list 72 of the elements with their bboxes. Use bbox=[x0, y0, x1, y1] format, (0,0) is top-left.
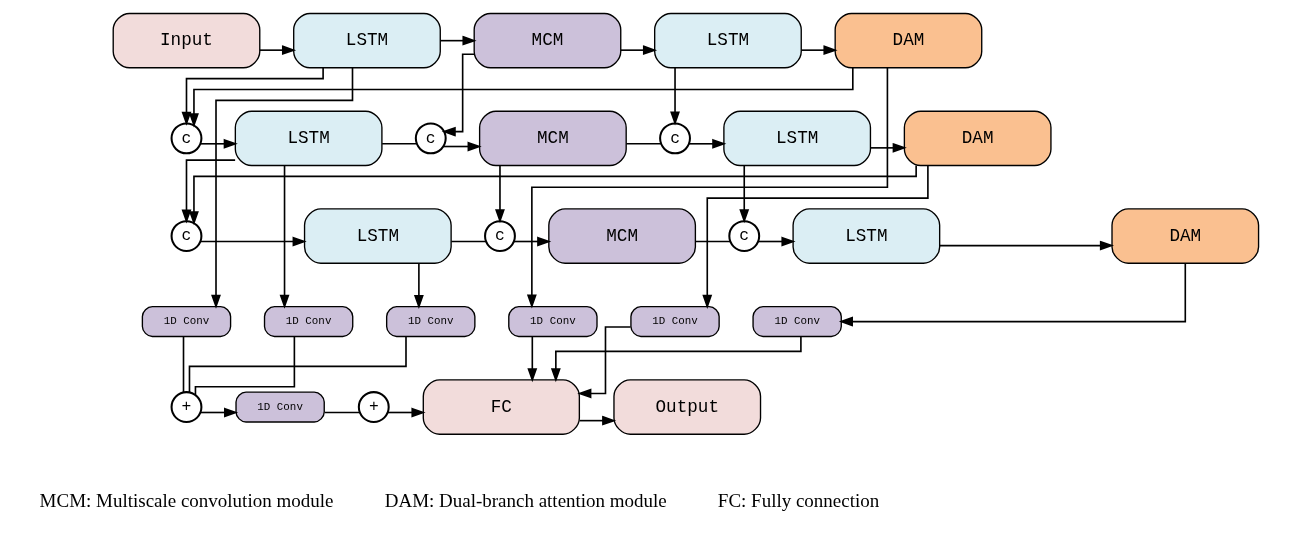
connector bbox=[450, 240, 487, 243]
arrow bbox=[199, 138, 238, 149]
arrow bbox=[757, 236, 796, 247]
arrow bbox=[578, 415, 617, 426]
node-box: DAM bbox=[834, 12, 983, 69]
arrow bbox=[526, 67, 889, 309]
arrow bbox=[739, 164, 750, 224]
arrow bbox=[620, 45, 658, 56]
connector bbox=[694, 240, 731, 243]
node-box: MCM bbox=[548, 208, 697, 264]
arrow bbox=[181, 67, 324, 126]
connector bbox=[323, 411, 361, 414]
node-box: 1D Conv bbox=[235, 391, 325, 423]
node-box: Output bbox=[613, 379, 762, 435]
node-circle: c bbox=[659, 122, 691, 155]
arrow bbox=[439, 35, 477, 46]
label: MCM: Multiscale convolution module bbox=[39, 490, 334, 512]
node-box: LSTM bbox=[293, 12, 441, 69]
arrow bbox=[527, 336, 538, 383]
node-box: 1D Conv bbox=[263, 305, 354, 338]
arrow bbox=[513, 236, 552, 247]
arrow bbox=[688, 138, 727, 149]
connector bbox=[625, 142, 662, 145]
arrow bbox=[199, 407, 239, 418]
node-box: 1D Conv bbox=[141, 305, 232, 338]
arrow bbox=[838, 262, 1187, 327]
node-box: FC bbox=[422, 379, 581, 435]
node-box: 1D Conv bbox=[386, 305, 476, 338]
arrow bbox=[702, 164, 929, 309]
label: DAM: Dual-branch attention module bbox=[384, 490, 667, 512]
node-box: LSTM bbox=[303, 208, 452, 264]
node-box: DAM bbox=[1111, 208, 1260, 264]
node-circle: c bbox=[170, 122, 203, 155]
connector bbox=[182, 336, 185, 393]
node-circle: c bbox=[170, 220, 203, 252]
node-box: Input bbox=[112, 12, 261, 69]
arrow bbox=[442, 141, 482, 152]
arrow bbox=[181, 159, 236, 224]
node-circle: c bbox=[414, 122, 447, 155]
node-circle: c bbox=[728, 220, 761, 252]
node-box: MCM bbox=[473, 12, 622, 69]
connector bbox=[381, 142, 418, 145]
connector bbox=[188, 335, 407, 394]
node-box: DAM bbox=[903, 110, 1052, 167]
label: FC: Fully connection bbox=[717, 490, 880, 512]
arrow bbox=[211, 67, 354, 309]
arrow bbox=[413, 262, 424, 309]
arrow bbox=[800, 45, 838, 56]
node-box: MCM bbox=[478, 110, 627, 167]
arrow bbox=[495, 164, 505, 224]
connector bbox=[194, 335, 296, 396]
arrow bbox=[577, 326, 632, 399]
arrow bbox=[200, 236, 307, 247]
node-box: 1D Conv bbox=[630, 305, 720, 338]
arrow bbox=[189, 164, 917, 226]
arrow bbox=[279, 164, 290, 309]
node-box: LSTM bbox=[792, 208, 941, 264]
arrow bbox=[259, 45, 297, 56]
arrow bbox=[670, 67, 680, 126]
arrow bbox=[441, 53, 475, 137]
node-box: LSTM bbox=[654, 12, 802, 69]
arrow bbox=[869, 142, 907, 153]
node-box: 1D Conv bbox=[752, 305, 842, 338]
node-circle: + bbox=[357, 391, 390, 423]
node-box: LSTM bbox=[723, 110, 872, 167]
arrow bbox=[939, 240, 1114, 251]
arrow bbox=[189, 67, 854, 128]
arrow bbox=[387, 407, 426, 418]
node-box: 1D Conv bbox=[508, 305, 598, 338]
node-circle: c bbox=[484, 220, 516, 252]
node-circle: + bbox=[170, 391, 203, 423]
node-box: LSTM bbox=[234, 110, 383, 167]
